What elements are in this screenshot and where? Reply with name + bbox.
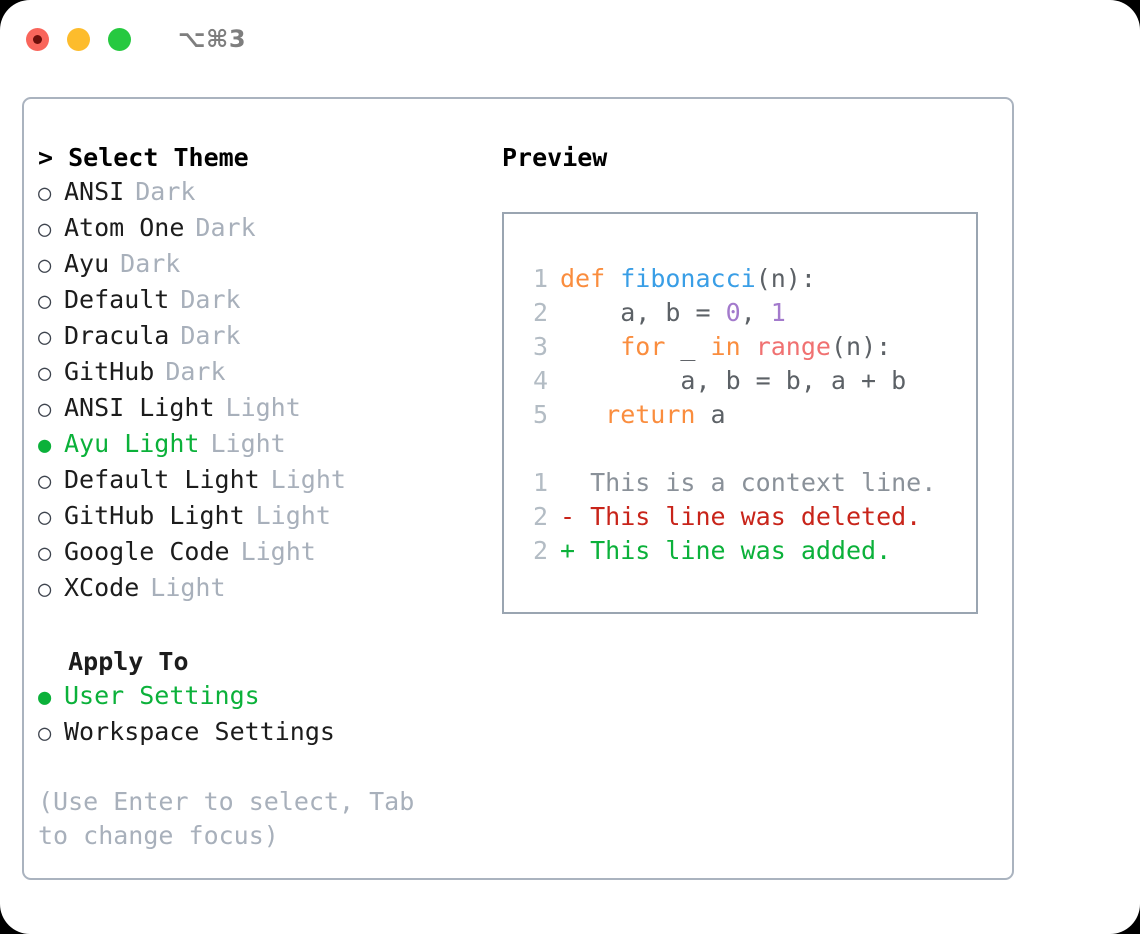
diff-line-add: 2 + This line was added. <box>520 534 936 568</box>
theme-variant-badge: Dark <box>165 357 226 386</box>
theme-option-github-light[interactable]: ○ GitHub Light Light <box>38 499 478 535</box>
preview-heading: Preview <box>502 143 608 172</box>
theme-variant-badge: Dark <box>120 249 181 278</box>
radio-unselected-icon: ○ <box>38 541 52 566</box>
theme-variant-badge: Light <box>270 465 346 494</box>
code-line-text: def fibonacci(n): <box>560 264 816 293</box>
code-line: 5 return a <box>520 398 936 432</box>
code-line: 1 def fibonacci(n): <box>520 262 936 296</box>
diff-line-text: - This line was deleted. <box>560 502 922 531</box>
diff-line-text: This is a context line. <box>560 468 937 497</box>
radio-unselected-icon: ○ <box>38 577 52 602</box>
theme-option-label: ANSI Light <box>64 393 215 422</box>
theme-variant-badge: Light <box>240 537 316 566</box>
diff-line-text: + This line was added. <box>560 536 892 565</box>
apply-to-heading: Apply To <box>38 647 189 676</box>
radio-unselected-icon: ○ <box>38 253 52 278</box>
code-line-number: 3 <box>532 332 548 361</box>
theme-option-ansi[interactable]: ○ ANSI Dark <box>38 175 478 211</box>
theme-variant-badge: Light <box>150 573 226 602</box>
keyboard-shortcut-label: ⌥⌘3 <box>178 25 247 53</box>
code-line-text: a, b = 0, 1 <box>560 298 786 327</box>
code-line-number: 5 <box>532 400 548 429</box>
theme-option-ansi-light[interactable]: ○ ANSI Light Light <box>38 391 478 427</box>
theme-variant-badge: Dark <box>195 213 256 242</box>
theme-option-dracula[interactable]: ○ Dracula Dark <box>38 319 478 355</box>
radio-unselected-icon: ○ <box>38 361 52 386</box>
radio-selected-icon: ● <box>38 433 52 458</box>
radio-unselected-icon: ○ <box>38 217 52 242</box>
code-diff-separator <box>520 432 936 466</box>
code-line: 4 a, b = b, a + b <box>520 364 936 398</box>
title-bar: ⌥⌘3 <box>0 0 1140 78</box>
radio-unselected-icon: ○ <box>38 505 52 530</box>
code-line-number: 2 <box>532 298 548 327</box>
radio-selected-icon: ● <box>38 685 52 710</box>
code-line: 3 for _ in range(n): <box>520 330 936 364</box>
code-line-text: for _ in range(n): <box>620 332 892 361</box>
code-line-text: return a <box>605 400 726 429</box>
theme-option-label: GitHub <box>64 357 155 386</box>
radio-unselected-icon: ○ <box>38 469 52 494</box>
theme-option-label: Atom One <box>64 213 185 242</box>
traffic-lights <box>26 27 131 51</box>
diff-line-number: 1 <box>532 468 548 497</box>
theme-option-label: Default Light <box>64 465 260 494</box>
radio-unselected-icon: ○ <box>38 181 52 206</box>
theme-option-label: ANSI <box>64 177 125 206</box>
theme-option-label: GitHub Light <box>64 501 245 530</box>
apply-to-option-label: User Settings <box>64 681 260 710</box>
apply-to-option-list: ● User Settings ○ Workspace Settings <box>38 679 478 751</box>
theme-option-label: Google Code <box>64 537 230 566</box>
theme-variant-badge: Dark <box>180 285 241 314</box>
close-window-button[interactable] <box>26 27 49 51</box>
theme-variant-badge: Dark <box>180 321 241 350</box>
code-line-number: 1 <box>532 264 548 293</box>
theme-option-label: Ayu Light <box>64 429 200 458</box>
minimize-window-button[interactable] <box>67 27 90 51</box>
code-line-number: 4 <box>532 366 548 395</box>
maximize-window-button[interactable] <box>108 27 131 51</box>
theme-variant-badge: Light <box>225 393 301 422</box>
theme-option-label: Ayu <box>64 249 110 278</box>
theme-option-default[interactable]: ○ Default Dark <box>38 283 478 319</box>
theme-variant-badge: Dark <box>135 177 196 206</box>
theme-option-default-light[interactable]: ○ Default Light Light <box>38 463 478 499</box>
theme-option-xcode[interactable]: ○ XCode Light <box>38 571 478 607</box>
theme-option-google-code[interactable]: ○ Google Code Light <box>38 535 478 571</box>
theme-option-github[interactable]: ○ GitHub Dark <box>38 355 478 391</box>
radio-unselected-icon: ○ <box>38 325 52 350</box>
theme-variant-badge: Light <box>210 429 286 458</box>
theme-option-label: XCode <box>64 573 140 602</box>
apply-to-option-user-settings[interactable]: ● User Settings <box>38 679 478 715</box>
radio-unselected-icon: ○ <box>38 721 52 746</box>
code-line: 2 a, b = 0, 1 <box>520 296 936 330</box>
theme-option-label: Dracula <box>64 321 170 350</box>
theme-option-label: Default <box>64 285 170 314</box>
diff-line-number: 2 <box>532 536 548 565</box>
apply-to-option-workspace-settings[interactable]: ○ Workspace Settings <box>38 715 478 751</box>
select-theme-heading: > Select Theme <box>38 143 249 172</box>
apply-to-option-label: Workspace Settings <box>64 717 335 746</box>
theme-variant-badge: Light <box>255 501 331 530</box>
radio-unselected-icon: ○ <box>38 289 52 314</box>
code-line-text: a, b = b, a + b <box>560 366 907 395</box>
keyboard-hint-text: (Use Enter to select, Tab to change focu… <box>38 787 415 850</box>
theme-option-ayu-light[interactable]: ● Ayu Light Light <box>38 427 478 463</box>
theme-option-ayu[interactable]: ○ Ayu Dark <box>38 247 478 283</box>
radio-unselected-icon: ○ <box>38 397 52 422</box>
diff-line-ctx: 1 This is a context line. <box>520 466 936 500</box>
theme-option-atom-one[interactable]: ○ Atom One Dark <box>38 211 478 247</box>
diff-line-del: 2 - This line was deleted. <box>520 500 936 534</box>
diff-line-number: 2 <box>532 502 548 531</box>
